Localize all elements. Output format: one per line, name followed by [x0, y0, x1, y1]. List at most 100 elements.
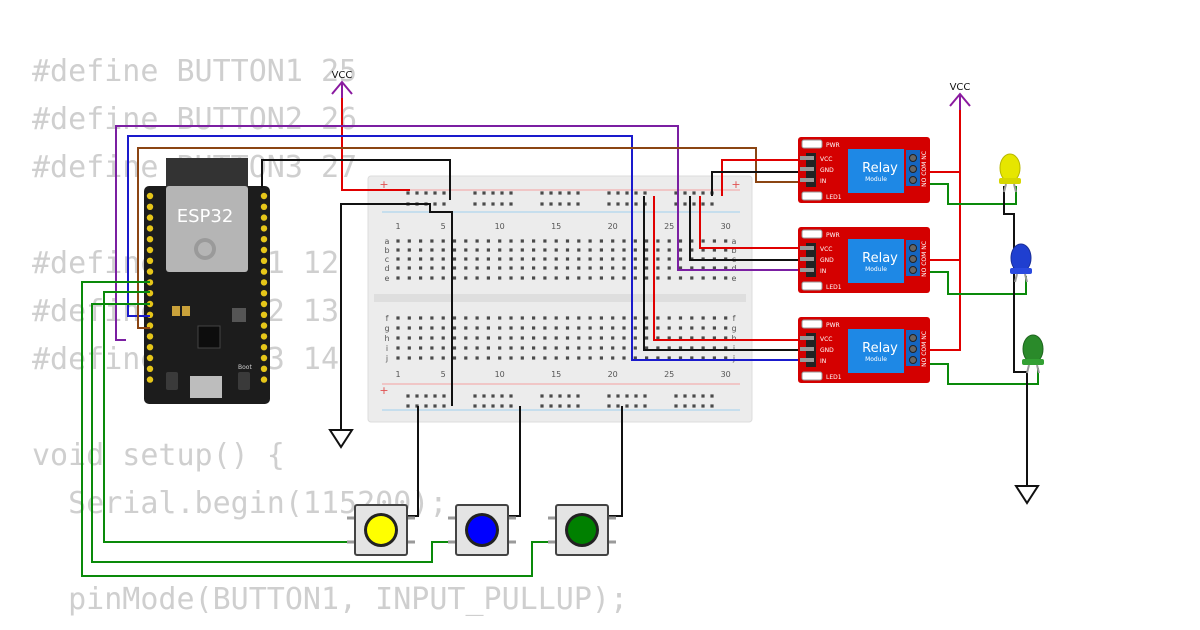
esp32-pin — [260, 300, 268, 308]
rail-hole — [491, 202, 495, 206]
breadboard-hole — [486, 316, 490, 320]
breadboard-hole — [498, 248, 502, 252]
breadboard-hole — [509, 257, 513, 261]
row-letter: j — [732, 354, 735, 363]
breadboard-hole — [498, 266, 502, 270]
row-letter: i — [386, 344, 388, 353]
breadboard-hole — [486, 276, 490, 280]
breadboard-hole — [701, 326, 705, 330]
column-number: 10 — [495, 222, 505, 231]
relay-pin-label: GND — [820, 167, 834, 174]
relay-coil — [848, 149, 904, 193]
breadboard-hole — [498, 316, 502, 320]
rail-hole — [567, 202, 571, 206]
vcc-symbol-right: VCC — [949, 82, 971, 110]
column-number: 15 — [551, 222, 561, 231]
button-1[interactable] — [347, 504, 415, 556]
breadboard-hole — [498, 346, 502, 350]
breadboard-hole — [622, 276, 626, 280]
button-cap — [468, 516, 496, 544]
breadboard-hole — [656, 326, 660, 330]
breadboard-hole — [520, 248, 524, 252]
breadboard-hole — [588, 336, 592, 340]
breadboard-hole — [554, 356, 558, 360]
breadboard-hole — [532, 266, 536, 270]
breadboard-hole — [712, 346, 716, 350]
breadboard-hole — [645, 346, 649, 350]
column-number: 5 — [441, 370, 446, 379]
row-letter: h — [731, 334, 736, 343]
breadboard-hole — [396, 239, 400, 243]
esp32-pin — [146, 236, 154, 243]
rail-hole — [625, 202, 629, 206]
esp32-pin — [146, 376, 154, 383]
breadboard-hole — [452, 248, 457, 252]
relay-pin — [800, 167, 814, 171]
row-letter: d — [731, 264, 736, 273]
terminal-screw — [909, 154, 917, 162]
breadboard-hole — [441, 239, 445, 243]
breadboard-hole — [622, 239, 626, 243]
breadboard-hole — [464, 257, 468, 261]
wire-vcc-left — [341, 98, 410, 191]
pwr-label: PWR — [826, 322, 840, 329]
breadboard-hole — [577, 239, 581, 243]
button-2[interactable] — [448, 504, 516, 556]
button-3[interactable] — [548, 504, 616, 556]
rail-hole — [424, 394, 428, 398]
rail-hole — [674, 394, 678, 398]
rail-hole — [482, 394, 486, 398]
breadboard-hole — [622, 316, 626, 320]
breadboard-hole — [622, 326, 626, 330]
breadboard-hole — [667, 248, 671, 252]
breadboard-hole — [543, 248, 547, 252]
breadboard-hole — [577, 326, 581, 330]
wire-button1-gpio — [103, 291, 362, 543]
rail-hole — [473, 191, 477, 195]
breadboard-hole — [475, 257, 479, 261]
breadboard-hole — [486, 257, 490, 261]
wire-gnd-esp — [261, 159, 451, 200]
rail-hole — [674, 202, 678, 206]
rail-hole — [433, 191, 437, 195]
breadboard-hole — [577, 316, 581, 320]
rail-hole — [424, 404, 428, 408]
rail-hole — [701, 404, 705, 408]
breadboard-hole — [464, 276, 468, 280]
breadboard-hole — [498, 326, 502, 330]
esp32-pin — [146, 365, 154, 372]
boot-label: Boot — [238, 364, 252, 371]
breadboard-hole — [464, 336, 468, 340]
relay-pin — [800, 178, 814, 182]
breadboard-hole — [475, 266, 479, 270]
wire-gnd-left — [340, 203, 453, 430]
rail-hole — [576, 404, 580, 408]
breadboard-hole — [520, 266, 524, 270]
breadboard-hole — [701, 248, 705, 252]
rail-hole — [424, 191, 428, 195]
breadboard-hole — [599, 316, 603, 320]
esp32-pin — [260, 257, 268, 264]
rail-hole — [616, 202, 620, 206]
rail-hole — [540, 191, 544, 195]
breadboard-hole — [577, 276, 581, 280]
breadboard-hole — [441, 356, 445, 360]
breadboard-hole — [554, 276, 558, 280]
rail-hole — [540, 394, 544, 398]
breadboard-hole — [464, 266, 468, 270]
rail-hole — [683, 191, 687, 195]
rail-hole — [549, 202, 553, 206]
rail-hole — [692, 404, 696, 408]
breadboard-hole — [419, 257, 423, 261]
breadboard-hole — [701, 356, 705, 360]
breadboard-hole — [543, 356, 547, 360]
esp32-pin — [260, 246, 268, 254]
breadboard-hole — [577, 248, 581, 252]
relay-contacts-label: NO COM NC — [921, 241, 928, 277]
rail-hole — [607, 404, 611, 408]
breadboard-hole — [464, 248, 468, 252]
breadboard-hole — [599, 276, 603, 280]
rail-hole — [616, 404, 620, 408]
push-buttons — [347, 504, 616, 556]
breadboard-hole — [656, 316, 660, 320]
